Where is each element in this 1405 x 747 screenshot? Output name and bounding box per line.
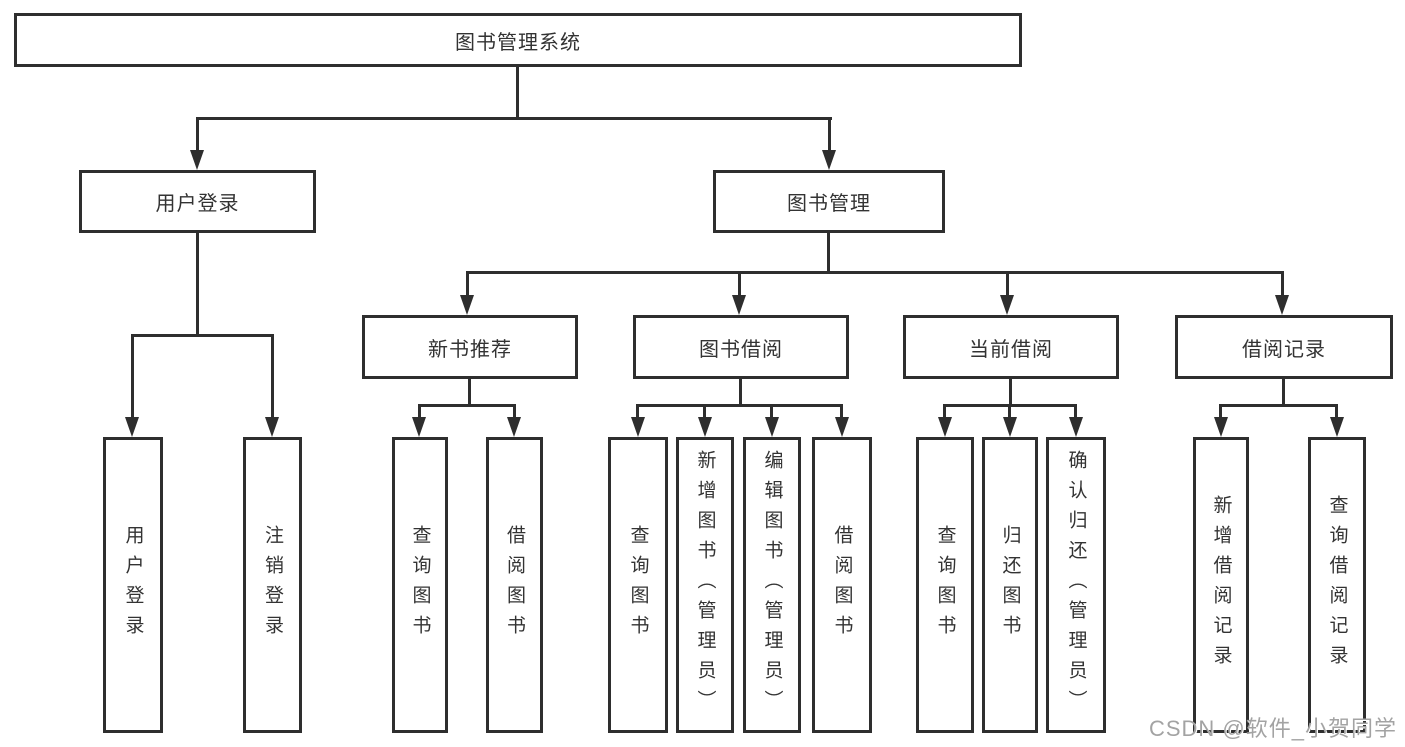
node-current-borrow: 当前借阅 <box>903 315 1119 379</box>
node-book-borrow-label: 图书借阅 <box>699 338 783 361</box>
arrow-down-icon <box>835 417 849 437</box>
connector-newrec-stem <box>468 379 471 407</box>
connector-drop <box>1281 271 1284 298</box>
node-user-login-label: 用户登录 <box>155 193 240 215</box>
node-leaf-label: 确认归还（管理员） <box>1065 450 1087 720</box>
arrow-down-icon <box>732 295 746 315</box>
node-leaf-logout: 注销登录 <box>243 437 302 733</box>
connector-borrow-bar <box>636 404 843 407</box>
arrow-down-icon <box>412 417 426 437</box>
connector-bookmgmt-bar <box>466 271 1284 274</box>
node-leaf-label: 注销登录 <box>262 525 283 645</box>
node-new-book-rec-label: 新书推荐 <box>428 338 512 361</box>
arrow-down-icon <box>765 417 779 437</box>
node-new-book-rec: 新书推荐 <box>362 315 578 379</box>
node-leaf-label: 新增借阅记录 <box>1210 495 1232 675</box>
arrow-down-icon <box>1069 417 1083 437</box>
connector-drop <box>738 271 741 298</box>
node-leaf-label: 用户登录 <box>122 525 144 645</box>
arrow-down-icon <box>1003 417 1017 437</box>
arrow-down-icon <box>631 417 645 437</box>
node-leaf-cb-return-book: 归还图书 <box>982 437 1038 733</box>
node-book-mgmt-label: 图书管理 <box>787 193 871 215</box>
connector-drop <box>513 404 516 420</box>
connector-drop <box>466 271 469 298</box>
node-root: 图书管理系统 <box>14 13 1022 67</box>
connector-drop <box>943 404 946 420</box>
connector-drop <box>1008 404 1011 420</box>
connector-record-stem <box>1282 379 1285 407</box>
node-leaf-label: 编辑图书（管理员） <box>761 450 783 720</box>
node-leaf-rec-borrow-book: 借阅图书 <box>486 437 543 733</box>
node-leaf-label: 查询借阅记录 <box>1326 495 1348 675</box>
node-leaf-label: 借阅图书 <box>504 525 525 645</box>
connector-drop <box>770 404 773 420</box>
node-leaf-label: 查询图书 <box>627 525 649 645</box>
node-leaf-label: 新增图书（管理员） <box>694 450 716 720</box>
connector-root-bar <box>196 117 832 120</box>
node-root-label: 图书管理系统 <box>455 31 581 54</box>
arrow-down-icon <box>938 417 952 437</box>
connector-drop <box>840 404 843 420</box>
arrow-down-icon <box>1275 295 1289 315</box>
node-leaf-bb-edit-book: 编辑图书（管理员） <box>743 437 801 733</box>
connector-drop <box>196 117 199 153</box>
connector-drop <box>1074 404 1077 420</box>
connector-userlogin-stem <box>196 233 199 337</box>
connector-drop <box>131 334 134 420</box>
arrow-down-icon <box>265 417 279 437</box>
connector-newrec-bar <box>418 404 516 407</box>
node-leaf-user-login: 用户登录 <box>103 437 163 733</box>
connector-root-stem <box>516 67 519 120</box>
node-leaf-bb-borrow-book: 借阅图书 <box>812 437 872 733</box>
node-borrow-record: 借阅记录 <box>1175 315 1393 379</box>
arrow-down-icon <box>698 417 712 437</box>
node-leaf-rec-query-book: 查询图书 <box>392 437 448 733</box>
connector-current-stem <box>1009 379 1012 407</box>
node-leaf-bb-query-book: 查询图书 <box>608 437 668 733</box>
arrow-down-icon <box>460 295 474 315</box>
arrow-down-icon <box>1000 295 1014 315</box>
connector-record-bar <box>1219 404 1338 407</box>
arrow-down-icon <box>507 417 521 437</box>
connector-drop <box>828 117 831 153</box>
connector-drop <box>1219 404 1222 420</box>
connector-drop <box>418 404 421 420</box>
arrow-down-icon <box>1330 417 1344 437</box>
connector-drop <box>636 404 639 420</box>
connector-drop <box>271 334 274 420</box>
watermark: CSDN @软件_小贺同学 <box>1148 716 1397 741</box>
node-leaf-label: 归还图书 <box>999 525 1021 645</box>
node-book-borrow: 图书借阅 <box>633 315 849 379</box>
node-leaf-br-query-record: 查询借阅记录 <box>1308 437 1366 733</box>
node-leaf-cb-query-book: 查询图书 <box>916 437 974 733</box>
node-leaf-br-add-record: 新增借阅记录 <box>1193 437 1249 733</box>
node-user-login: 用户登录 <box>79 170 316 233</box>
node-current-borrow-label: 当前借阅 <box>969 338 1053 361</box>
arrow-down-icon <box>822 150 836 170</box>
connector-bookmgmt-stem <box>827 233 830 274</box>
connector-drop <box>1335 404 1338 420</box>
connector-userlogin-bar <box>131 334 274 337</box>
arrow-down-icon <box>190 150 204 170</box>
connector-drop <box>703 404 706 420</box>
node-leaf-label: 查询图书 <box>934 525 956 645</box>
arrow-down-icon <box>125 417 139 437</box>
node-leaf-label: 查询图书 <box>409 525 431 645</box>
node-leaf-bb-add-book: 新增图书（管理员） <box>676 437 734 733</box>
connector-borrow-stem <box>739 379 742 407</box>
node-borrow-record-label: 借阅记录 <box>1242 338 1326 361</box>
node-leaf-label: 借阅图书 <box>831 525 853 645</box>
node-book-mgmt: 图书管理 <box>713 170 945 233</box>
node-leaf-cb-confirm-return: 确认归还（管理员） <box>1046 437 1106 733</box>
connector-drop <box>1006 271 1009 298</box>
arrow-down-icon <box>1214 417 1228 437</box>
